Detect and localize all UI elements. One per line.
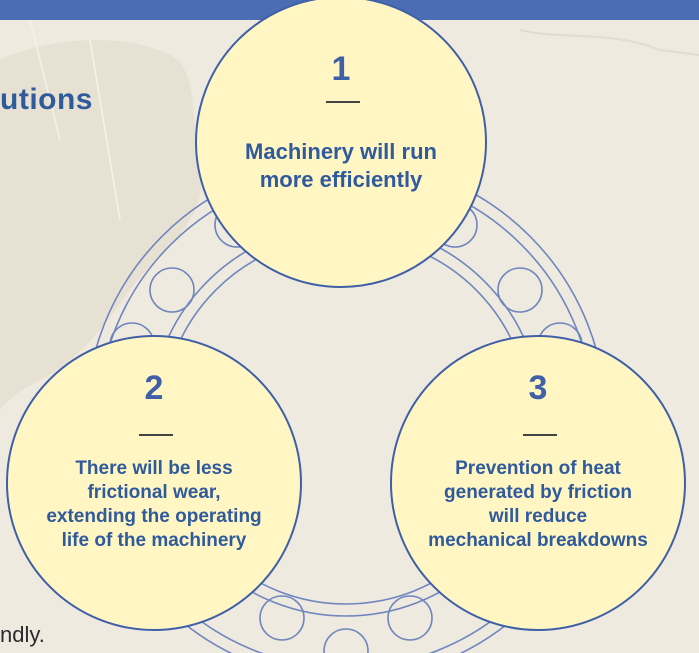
benefit-text-2: There will be less frictional wear, exte… <box>8 457 300 553</box>
benefit-3-line-3: will reduce <box>488 505 588 527</box>
benefit-2-line-4: life of the machinery <box>61 529 247 551</box>
benefit-number-3: 3 <box>528 369 548 407</box>
bearing-ball <box>497 267 543 313</box>
bearing-ball <box>387 595 433 641</box>
benefit-3-line-2: generated by friction <box>444 481 632 503</box>
benefit-3-line-4: mechanical breakdowns <box>428 529 648 551</box>
benefit-number-1: 1 <box>331 50 351 88</box>
bearing-ball <box>149 267 195 313</box>
benefit-divider-3 <box>523 434 557 436</box>
benefit-text-3: Prevention of heat generated by friction… <box>392 457 684 553</box>
benefit-circle-2: 2 There will be less frictional wear, ex… <box>6 335 302 631</box>
section-heading-fragment: utions <box>0 83 93 116</box>
bearing-ball <box>259 595 305 641</box>
benefit-circle-1: 1 Machinery will run more efficiently <box>195 0 487 288</box>
benefit-number-2: 2 <box>144 369 164 407</box>
benefit-1-line-1: Machinery will run <box>245 139 437 164</box>
benefit-2-line-2: frictional wear, <box>87 481 221 503</box>
benefit-circle-3: 3 Prevention of heat generated by fricti… <box>390 335 686 631</box>
benefit-3-line-1: Prevention of heat <box>455 458 621 479</box>
benefit-1-line-2: more efficiently <box>259 166 423 192</box>
benefit-2-line-3: extending the operating <box>46 505 262 527</box>
benefit-divider-2 <box>139 434 173 436</box>
bearing-ball <box>323 628 369 653</box>
benefit-divider-1 <box>326 101 360 103</box>
benefit-2-line-1: There will be less <box>75 458 233 479</box>
benefit-text-1: Machinery will run more efficiently <box>197 138 485 193</box>
footer-text-fragment: ndly. <box>0 622 45 647</box>
